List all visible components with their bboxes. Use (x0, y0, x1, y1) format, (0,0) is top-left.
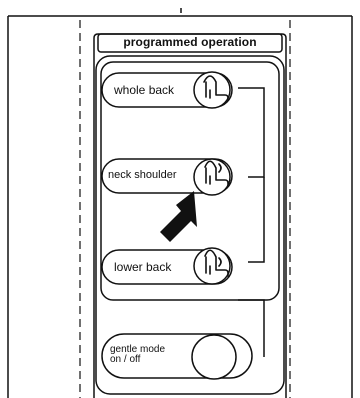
dashed-guides (79, 20, 291, 398)
seat-back-icon (203, 75, 229, 101)
outer-frame (7, 15, 353, 398)
gentle-mode-button[interactable] (102, 334, 252, 378)
gentle-mode-label-line-2: on / off (110, 354, 141, 365)
neck-shoulder-button[interactable] (102, 159, 232, 193)
icon-circles (191, 71, 237, 380)
panel-title: programmed operation (123, 35, 257, 49)
pointer-arrow-icon (160, 191, 197, 242)
seat-neck-icon (204, 160, 229, 187)
connector-lines (238, 87, 265, 357)
gentle-mode-label: gentle mode on / off (110, 345, 165, 365)
program-panel-frame (93, 33, 287, 398)
lower-back-button[interactable] (102, 250, 232, 284)
lower-back-label: lower back (114, 260, 172, 274)
seat-lower-back-icon (204, 249, 229, 277)
whole-back-label: whole back (114, 83, 175, 97)
neck-shoulder-label: neck shoulder (108, 169, 177, 181)
gentle-mode-label-line-1: gentle mode (110, 344, 166, 355)
whole-back-button[interactable] (102, 73, 232, 107)
program-group-outline (100, 61, 280, 301)
